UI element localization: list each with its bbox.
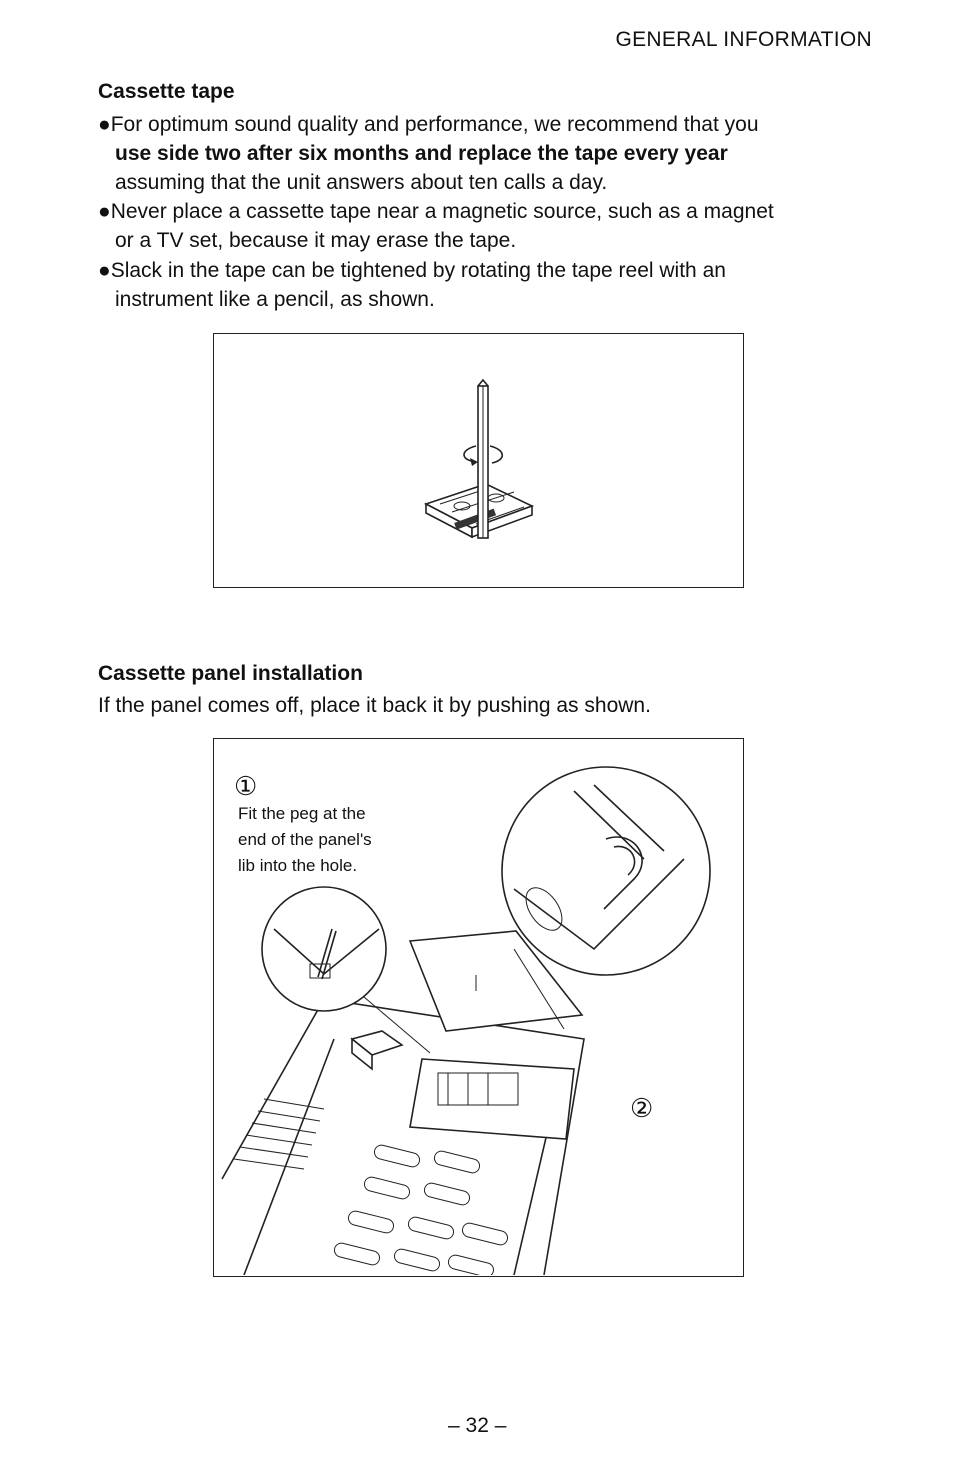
step-1-marker: ① (234, 771, 258, 801)
step-2-marker: ② (630, 1093, 654, 1123)
bullet-text-bold: use side two after six months and replac… (115, 142, 728, 165)
bullet-tape-slack: ●Slack in the tape can be tightened by r… (98, 256, 888, 314)
bullet-text-line2: or a TV set, because it may erase the ta… (115, 229, 517, 252)
panel-installation-heading: Cassette panel installation (98, 662, 363, 685)
step-1-caption: Fit the peg at the end of the panel's li… (238, 801, 372, 879)
step-1-caption-line3: lib into the hole. (238, 856, 358, 875)
bullet-text-line2: instrument like a pencil, as shown. (115, 288, 435, 311)
step-1-caption-line2: end of the panel's (238, 830, 372, 849)
tape-tighten-figure (213, 333, 744, 588)
panel-installation-intro: If the panel comes off, place it back it… (98, 694, 651, 717)
bullet-magnetic-source: ●Never place a cassette tape near a magn… (98, 197, 888, 255)
bullet-text-line1: For optimum sound quality and performanc… (110, 113, 759, 136)
bullet-text-line1: Slack in the tape can be tightened by ro… (110, 259, 726, 282)
panel-install-figure: ① Fit the peg at the end of the panel's … (213, 738, 744, 1277)
bullet-text-line1: Never place a cassette tape near a magne… (110, 200, 774, 223)
pencil-cassette-illustration (423, 378, 535, 539)
step-1-caption-line1: Fit the peg at the (238, 804, 366, 823)
cassette-tape-heading: Cassette tape (98, 80, 235, 103)
bullet-symbol: ● (98, 113, 111, 136)
bullet-text-line3: assuming that the unit answers about ten… (115, 171, 608, 194)
section-header: GENERAL INFORMATION (615, 28, 872, 51)
bullet-optimum-quality: ●For optimum sound quality and performan… (98, 110, 888, 197)
bullet-symbol: ● (98, 200, 111, 223)
bullet-symbol: ● (98, 259, 111, 282)
answering-machine-illustration (221, 766, 711, 1275)
page-number: – 32 – (448, 1414, 507, 1437)
